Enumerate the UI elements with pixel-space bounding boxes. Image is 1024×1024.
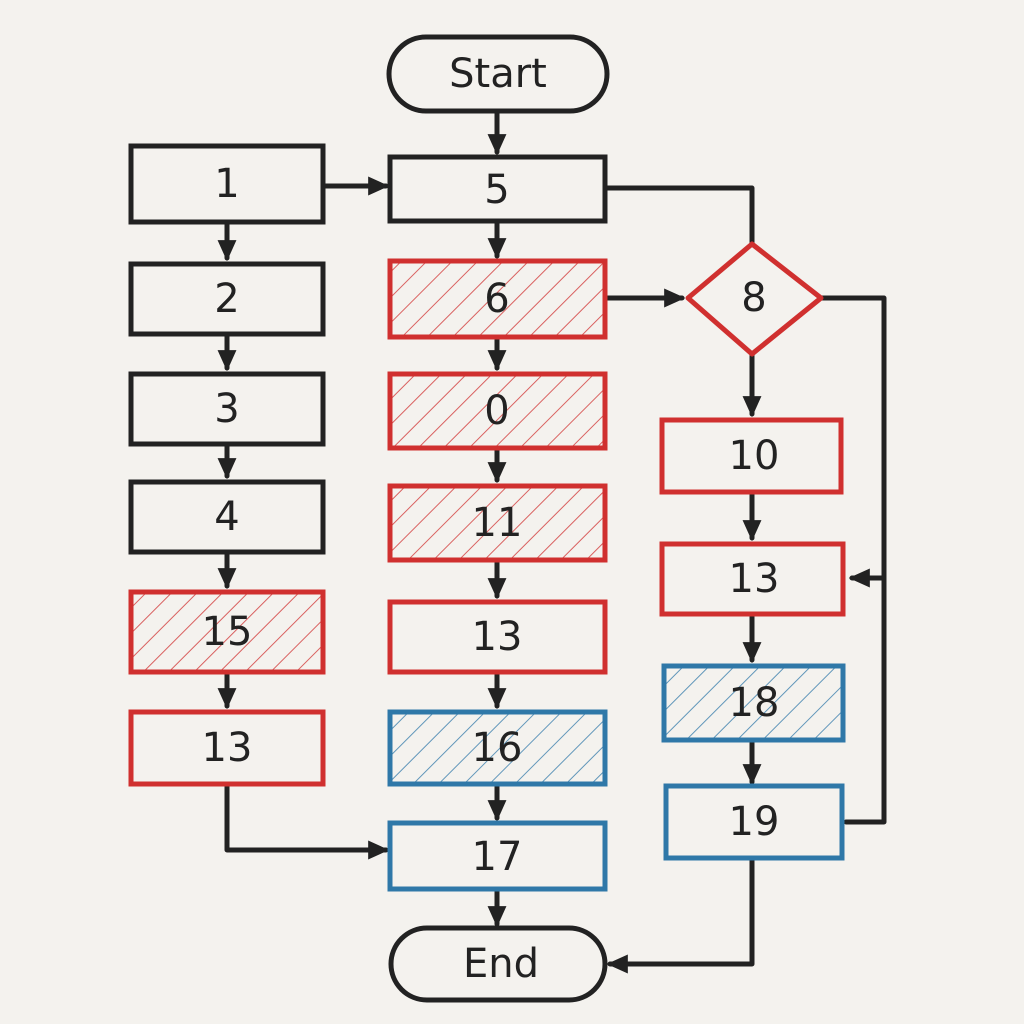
node-13-right-label: 13 <box>729 556 780 602</box>
node-17-label: 17 <box>472 834 523 880</box>
node-4-label: 4 <box>214 494 239 540</box>
node-3-label: 3 <box>214 386 239 432</box>
node-11-label: 11 <box>472 500 523 546</box>
start-terminal: Start <box>386 34 610 114</box>
end-terminal: End <box>388 925 608 1003</box>
arrow-8-to-13 <box>817 295 887 588</box>
node-19-label: 19 <box>729 799 780 845</box>
decision-8: 8 <box>685 241 824 357</box>
node-2-label: 2 <box>214 276 239 322</box>
line-19-loop <box>843 575 887 825</box>
node-5-label: 5 <box>484 167 509 213</box>
arrow-13-to-17 <box>224 781 390 860</box>
node-13-middle: 13 <box>387 599 608 675</box>
decision-8-label: 8 <box>741 275 766 321</box>
end-label: End <box>463 941 539 987</box>
node-1: 1 <box>128 143 326 225</box>
node-17: 17 <box>387 820 608 892</box>
node-16: 16 <box>387 709 608 787</box>
node-19: 19 <box>663 783 845 861</box>
node-6-label: 6 <box>484 276 509 322</box>
start-label: Start <box>449 51 547 97</box>
node-15-label: 15 <box>202 609 253 655</box>
node-18: 18 <box>661 663 846 743</box>
node-3: 3 <box>128 371 326 447</box>
node-15: 15 <box>128 589 326 675</box>
node-16-label: 16 <box>472 725 523 771</box>
node-13-left-label: 13 <box>202 725 253 771</box>
line-5-to-8 <box>603 185 755 247</box>
node-13-left: 13 <box>128 709 326 787</box>
node-13-right: 13 <box>659 541 846 617</box>
node-5: 5 <box>387 154 608 224</box>
node-13-middle-label: 13 <box>472 614 523 660</box>
connectors <box>217 109 887 974</box>
node-2: 2 <box>128 261 326 337</box>
node-0-label: 0 <box>484 388 509 434</box>
node-0: 0 <box>387 371 608 451</box>
node-4: 4 <box>128 479 326 555</box>
arrow-19-to-end <box>606 855 755 974</box>
node-18-label: 18 <box>729 680 780 726</box>
node-10: 10 <box>659 417 844 495</box>
node-10-label: 10 <box>729 433 780 479</box>
node-11: 11 <box>387 483 608 563</box>
node-1-label: 1 <box>214 161 239 207</box>
node-6: 6 <box>387 258 608 340</box>
